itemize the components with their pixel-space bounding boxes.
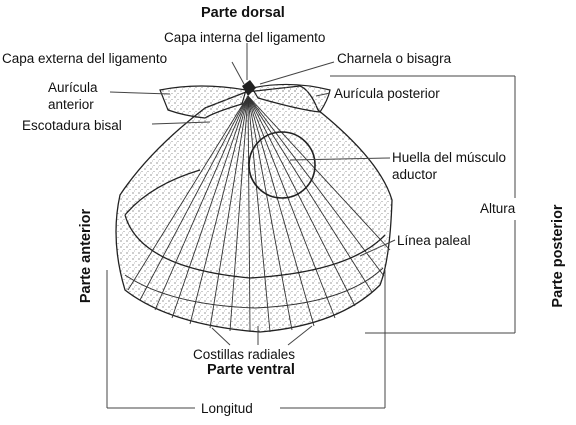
- anterior-auricle-label-1: Aurícula: [48, 80, 98, 95]
- radial-ribs: [127, 95, 391, 333]
- pallial-line-label: Línea paleal: [397, 233, 471, 248]
- hinge-label: Charnela o bisagra: [337, 51, 452, 66]
- inner-ligament-label: Capa interna del ligamento: [164, 30, 326, 45]
- posterior-side-label: Parte posterior: [550, 204, 566, 308]
- ventral-side-label: Parte ventral: [207, 362, 295, 378]
- posterior-auricle-label: Aurícula posterior: [334, 86, 440, 101]
- radial-ribs-label: Costillas radiales: [193, 347, 296, 362]
- pallial-line: [124, 169, 386, 279]
- outer-ligament-label: Capa externa del ligamento: [2, 51, 168, 66]
- anterior-auricle: [159, 85, 247, 119]
- length-label: Longitud: [201, 401, 253, 416]
- dorsal-side-label: Parte dorsal: [201, 5, 285, 21]
- leader-lines: [106, 43, 516, 409]
- adductor-scar: [248, 131, 316, 199]
- adductor-label-1: Huella del músculo: [392, 150, 507, 165]
- ligament: [242, 80, 256, 96]
- ventral-band: [124, 267, 384, 309]
- adductor-label-2: aductor: [392, 167, 438, 182]
- anterior-side-label: Parte anterior: [78, 208, 94, 304]
- anterior-auricle-label-2: anterior: [48, 97, 94, 112]
- height-label: Altura: [480, 201, 516, 216]
- byssal-notch-label: Escotadura bisal: [22, 118, 122, 133]
- posterior-auricle: [251, 83, 331, 113]
- shell-outline: [115, 85, 393, 333]
